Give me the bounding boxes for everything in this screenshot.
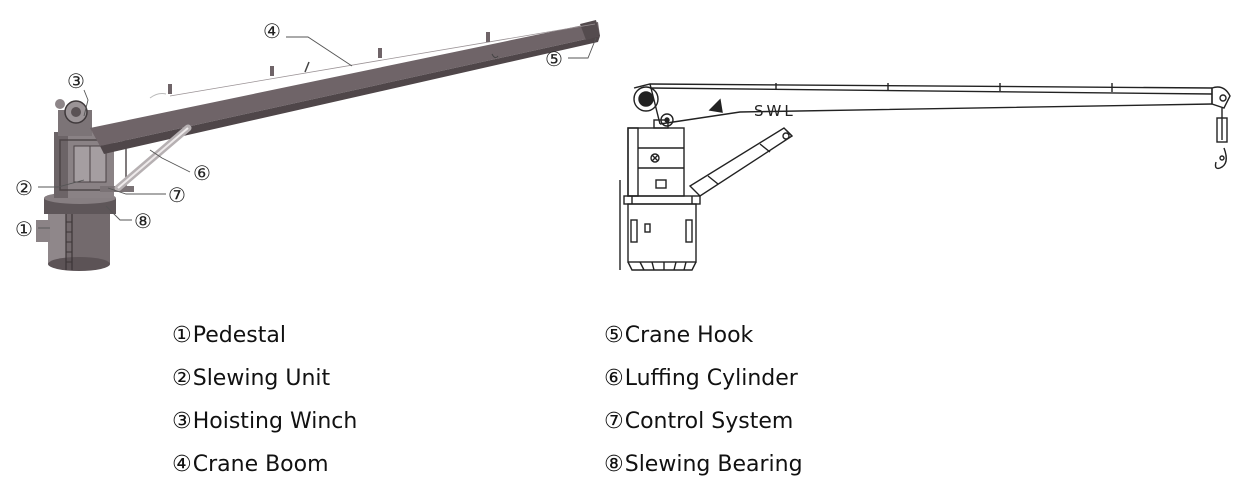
side-boom [633, 83, 1213, 140]
callout-8: ⑧ [134, 209, 152, 233]
legend-num: ① [172, 323, 192, 348]
callout-6: ⑥ [193, 161, 211, 185]
legend-num: ⑦ [604, 409, 624, 434]
callout-3: ③ [67, 69, 85, 93]
crane-boom-3d [90, 20, 600, 154]
crane-side-view: SWL [619, 83, 1231, 271]
side-bearing [623, 195, 701, 205]
callout-2: ② [15, 176, 33, 200]
hoisting-winch [55, 99, 92, 136]
legend-item-luffing-cylinder: ⑥Luffing Cylinder [604, 366, 798, 391]
swl-label: SWL [754, 102, 796, 120]
legend-num: ⑤ [604, 323, 624, 348]
legend-item-crane-boom: ④Crane Boom [172, 452, 329, 477]
legend-label: Luffing Cylinder [624, 366, 798, 391]
legend-num: ⑧ [604, 452, 624, 477]
legend-num: ③ [172, 409, 192, 434]
side-winch [633, 86, 674, 127]
legend-item-slewing-unit: ②Slewing Unit [172, 366, 330, 391]
legend-label: Pedestal [192, 323, 286, 348]
callout-1: ① [15, 217, 33, 241]
legend-label: Slewing Bearing [624, 452, 803, 477]
crane-3d-view: ④ ③ ⑤ ⑥ ② ⑦ ① ⑧ [15, 19, 600, 271]
luffing-cylinder-3d [114, 124, 192, 192]
legend-item-slewing-bearing: ⑧Slewing Bearing [604, 452, 803, 477]
legend-item-control-system: ⑦Control System [604, 409, 793, 434]
callout-5: ⑤ [545, 47, 563, 71]
pedestal [36, 212, 110, 271]
legend-label: Hoisting Winch [192, 409, 358, 434]
legend-item-pedestal: ①Pedestal [172, 323, 286, 348]
callout-7: ⑦ [168, 183, 186, 207]
legend-label: Crane Hook [624, 323, 754, 348]
legend-label: Control System [624, 409, 794, 434]
legend-label: Crane Boom [192, 452, 329, 477]
side-luffing-cylinder [688, 127, 794, 197]
leader-lines [38, 36, 597, 229]
callouts: ④ ③ ⑤ ⑥ ② ⑦ ① ⑧ [15, 19, 563, 241]
legend-num: ④ [172, 452, 192, 477]
side-hook [1211, 86, 1231, 170]
legend-item-crane-hook: ⑤Crane Hook [604, 323, 753, 348]
callout-4: ④ [263, 19, 281, 43]
legend-item-hoisting-winch: ③Hoisting Winch [172, 409, 357, 434]
legend-label: Slewing Unit [192, 366, 331, 391]
legend-num: ⑥ [604, 366, 624, 391]
side-house [627, 119, 685, 197]
legend-num: ② [172, 366, 192, 391]
